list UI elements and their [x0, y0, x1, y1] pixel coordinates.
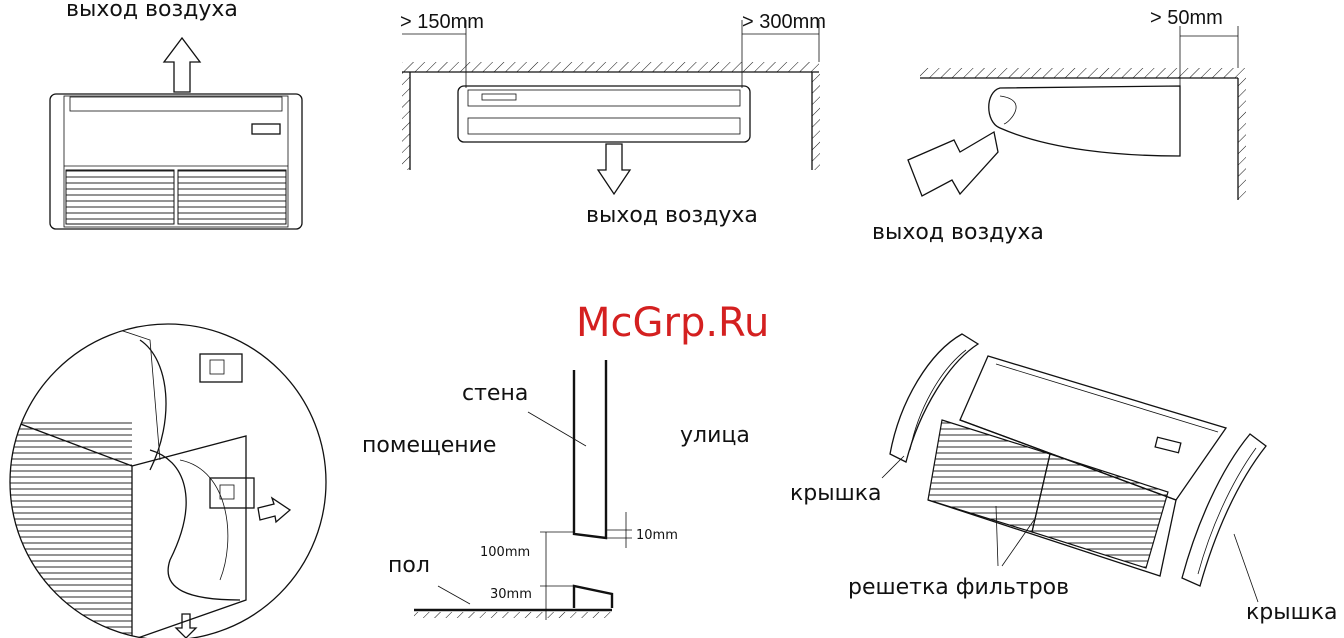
unit-front-top-louver	[70, 97, 282, 111]
left-wall-hatch	[402, 72, 410, 170]
clearance-300-label: > 300mm	[742, 11, 826, 33]
filter-cover-view: крышка решетка фильтров крышка	[790, 334, 1338, 625]
wall-section-view: стена помещение улица пол 100mm 30mm 10m…	[362, 360, 750, 620]
dim-10mm-label: 10mm	[636, 528, 678, 543]
clearance-150-label: > 150mm	[400, 11, 484, 33]
unit-side-body	[989, 86, 1180, 156]
side-ceiling-hatch	[920, 68, 1238, 78]
mounting-bracket-top	[200, 354, 242, 382]
down-small-arrow-icon	[176, 614, 196, 638]
room-label: помещение	[362, 433, 496, 458]
dim-100mm-label: 100mm	[480, 545, 530, 560]
filter-grille-left	[928, 420, 1050, 532]
dim-30mm-label: 30mm	[490, 587, 532, 602]
front-grille-right	[178, 170, 286, 224]
right-wall-hatch	[812, 72, 820, 170]
air-up-arrow-icon	[164, 38, 200, 92]
right-cover-panel	[1182, 434, 1266, 586]
right-cover-label: крышка	[1246, 600, 1338, 625]
side-clearance-view: > 50mm выход воздуха	[872, 7, 1246, 245]
unit-ceiling-top	[468, 90, 740, 106]
side-wall-hatch	[1238, 68, 1246, 200]
left-cover-label: крышка	[790, 481, 882, 506]
air-outlet-label-middle: выход воздуха	[586, 203, 758, 228]
ceiling-clearance-view: > 150mm > 300mm выход воздуха	[400, 11, 826, 228]
air-diagonal-arrow-icon	[908, 132, 998, 196]
front-grille-left	[66, 170, 174, 224]
filter-grille-label: решетка фильтров	[848, 575, 1069, 600]
mounting-bracket-bottom	[210, 478, 254, 508]
air-outlet-label-right: выход воздуха	[872, 220, 1044, 245]
display-window	[252, 124, 280, 134]
floor-label: пол	[388, 553, 430, 578]
street-label: улица	[680, 423, 750, 448]
watermark: McGrp.Ru	[576, 300, 769, 346]
bracket-detail-view	[10, 300, 326, 638]
filter-grille-right	[1032, 454, 1168, 568]
wall-column	[574, 360, 606, 538]
front-view-unit: выход воздуха	[50, 0, 302, 229]
air-outlet-label-top: выход воздуха	[66, 0, 238, 22]
ceiling-hatch	[402, 62, 819, 72]
bracket-arrow-icon	[258, 498, 290, 522]
clearance-50-label: > 50mm	[1150, 7, 1223, 29]
floor-curb	[574, 586, 612, 608]
detail-grille	[10, 420, 132, 638]
wall-label: стена	[462, 381, 528, 406]
air-down-arrow-icon	[598, 144, 630, 194]
